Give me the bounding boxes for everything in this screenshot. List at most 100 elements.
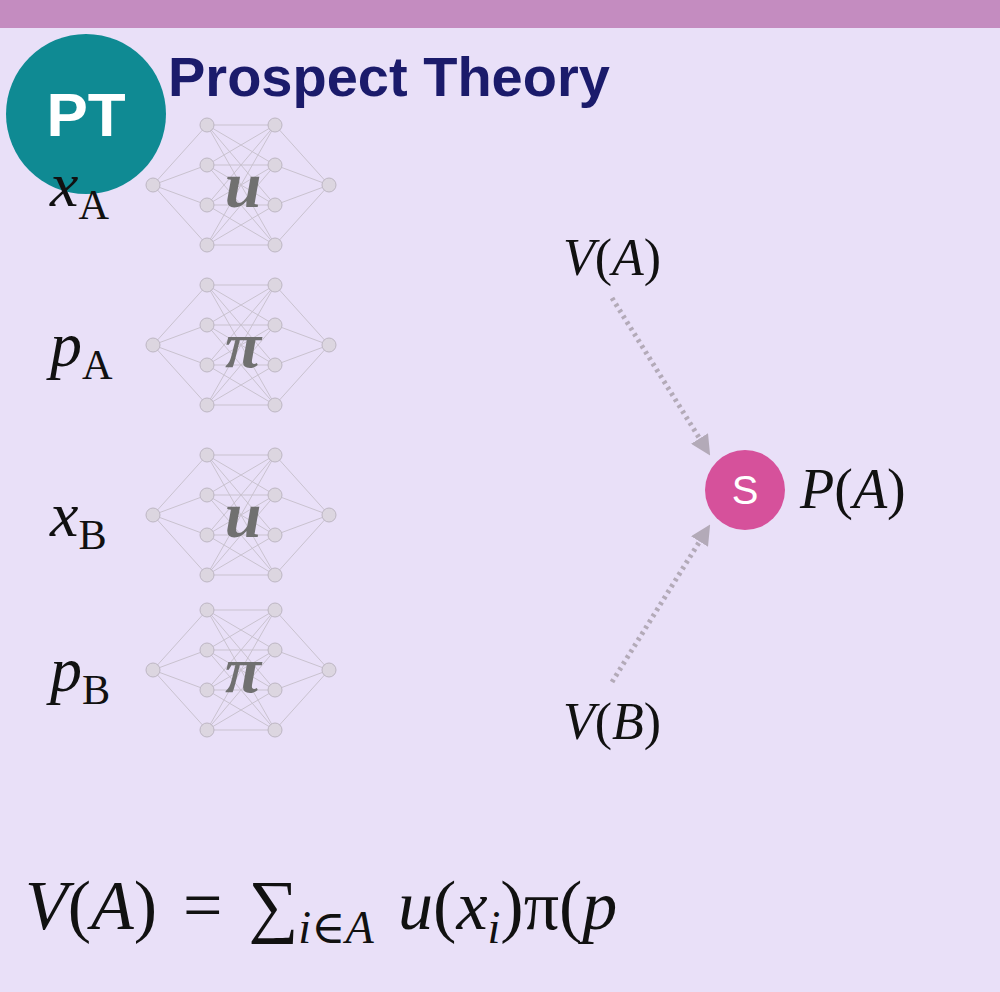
math-glyph: (	[834, 458, 853, 520]
math-glyph: V	[25, 867, 68, 944]
network-link	[153, 515, 207, 535]
header-band	[0, 0, 1000, 28]
network-unit	[268, 603, 282, 617]
network-link	[207, 610, 275, 611]
math-glyph: ∈	[311, 902, 345, 953]
function-letter: π	[225, 632, 261, 708]
math-glyph: p	[582, 867, 617, 944]
circle-fill	[705, 450, 785, 530]
input-symbol: pA	[50, 310, 113, 380]
network-link	[153, 650, 207, 670]
network-unit	[200, 448, 214, 462]
network-unit	[200, 158, 214, 172]
network-link	[207, 125, 275, 126]
network-link	[207, 455, 275, 575]
network-link	[153, 610, 207, 670]
network-link	[207, 125, 275, 245]
math-glyph: p	[50, 309, 82, 380]
network-unit	[268, 568, 282, 582]
network-link	[275, 515, 329, 535]
network-unit	[200, 358, 214, 372]
network-link	[153, 185, 207, 205]
math-glyph: i	[298, 902, 311, 953]
network-link	[275, 185, 329, 205]
network-link	[153, 345, 207, 365]
input-symbol: xA	[50, 150, 109, 220]
circle-label: PT	[46, 79, 125, 150]
math-glyph: V	[563, 693, 595, 750]
network-link	[275, 515, 329, 575]
value-symbol: V(A)	[563, 229, 661, 286]
network-link	[275, 495, 329, 515]
network-link	[153, 185, 207, 245]
network-unit	[322, 663, 336, 677]
network-unit	[268, 643, 282, 657]
math-glyph: B	[78, 511, 106, 558]
network-link	[207, 455, 275, 575]
math-glyph: p	[50, 634, 82, 705]
network-icon: u	[145, 435, 337, 595]
network-unit	[268, 398, 282, 412]
network-link	[275, 285, 329, 345]
network-link	[153, 670, 207, 730]
network-icon: π	[145, 265, 337, 425]
math-glyph: (	[433, 867, 456, 944]
network-link	[207, 610, 275, 730]
math-glyph: )	[500, 867, 523, 944]
network-unit	[200, 278, 214, 292]
title: Prospect Theory	[168, 44, 610, 109]
network-link	[153, 165, 207, 185]
network-unit	[322, 178, 336, 192]
network-unit	[268, 723, 282, 737]
softmax-circle: S	[705, 450, 785, 530]
network-unit	[146, 508, 160, 522]
network-unit	[322, 508, 336, 522]
network-link	[153, 125, 207, 185]
network-unit	[200, 238, 214, 252]
network-unit	[268, 488, 282, 502]
output-symbol: P(A)	[800, 459, 906, 521]
math-glyph	[223, 867, 241, 944]
network-link	[153, 345, 207, 405]
network-unit	[322, 338, 336, 352]
math-glyph: A	[345, 902, 373, 953]
network-icon: u	[145, 105, 337, 265]
network-icon: π	[145, 590, 337, 750]
math-glyph: V	[563, 229, 595, 286]
math-glyph: =	[183, 867, 222, 944]
network-unit	[200, 568, 214, 582]
math-glyph: (	[595, 693, 612, 750]
network-unit	[146, 178, 160, 192]
network-unit	[268, 448, 282, 462]
math-glyph: (	[68, 867, 91, 944]
network-unit	[268, 278, 282, 292]
network-unit	[200, 318, 214, 332]
network-link	[275, 345, 329, 405]
input-symbol: xB	[50, 480, 107, 550]
math-glyph: x	[50, 479, 78, 550]
network-unit	[200, 603, 214, 617]
network-link	[275, 670, 329, 730]
network-link	[207, 285, 275, 405]
network-link	[275, 125, 329, 185]
network-unit	[200, 528, 214, 542]
input-symbol: pB	[50, 635, 110, 705]
math-glyph: u	[398, 867, 433, 944]
math-glyph: )	[644, 229, 661, 286]
math-glyph: )	[644, 693, 661, 750]
network-link	[275, 650, 329, 670]
network-link	[153, 455, 207, 515]
network-unit	[200, 118, 214, 132]
network-unit	[268, 683, 282, 697]
network-link	[275, 185, 329, 245]
math-glyph	[157, 867, 175, 944]
formula: V(A) = ∑i∈A u(xi)π(p	[25, 867, 617, 944]
circle-label: S	[732, 468, 759, 513]
network-unit	[268, 198, 282, 212]
math-glyph	[374, 867, 392, 944]
math-glyph: A	[91, 867, 134, 944]
math-glyph: x	[50, 149, 78, 220]
network-unit	[268, 238, 282, 252]
function-letter: u	[225, 147, 262, 223]
network-link	[275, 345, 329, 365]
